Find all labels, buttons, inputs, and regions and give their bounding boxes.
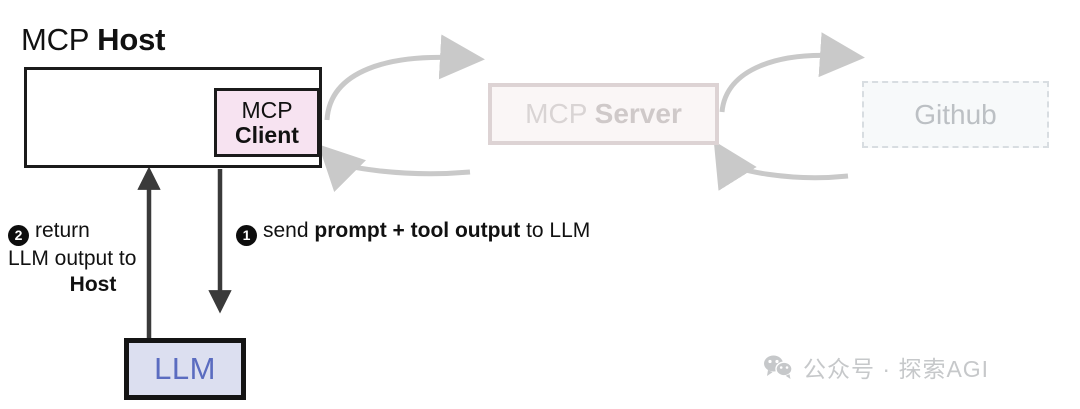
- watermark: 公众号 · 探索AGI: [763, 350, 989, 384]
- step-1-label: 1 send prompt + tool output to LLM: [236, 218, 590, 246]
- step-2-text-line2: LLM output to: [8, 246, 137, 270]
- step-1-badge: 1: [236, 224, 257, 246]
- mcp-server-box: MCP Server: [488, 83, 719, 145]
- github-box: Github: [862, 81, 1049, 148]
- wechat-icon: [764, 355, 793, 379]
- arrow-server-to-github: [719, 32, 865, 113]
- step-1-text-before: send: [263, 219, 315, 242]
- mcp-server-label: MCP Server: [525, 98, 682, 130]
- step-2-badge: 2: [8, 224, 29, 246]
- arrow-server-to-client: [318, 144, 471, 193]
- mcp-client-label-line2: Client: [235, 121, 299, 148]
- step-2-text-line1: return: [35, 219, 90, 242]
- watermark-text: 公众号 · 探索AGI: [803, 356, 990, 382]
- mcp-server-label-normal: MCP: [525, 98, 595, 129]
- mcp-client-box: MCP Client: [214, 88, 320, 157]
- mcp-server-label-bold: Server: [594, 98, 682, 129]
- arrow-github-to-server: [713, 140, 849, 191]
- llm-box: LLM: [124, 338, 246, 400]
- step-2-text-line3: Host: [69, 272, 117, 296]
- host-title-normal: MCP: [21, 22, 98, 57]
- llm-label: LLM: [154, 351, 216, 386]
- step-1-text-after: to LLM: [520, 219, 591, 242]
- host-title: MCP Host: [21, 21, 165, 59]
- github-label: Github: [914, 98, 997, 130]
- mcp-client-label-line1: MCP: [241, 96, 293, 123]
- arrow-client-to-server: [324, 34, 485, 121]
- step-1-text-bold: prompt + tool output: [314, 219, 521, 242]
- host-title-bold: Host: [97, 22, 166, 57]
